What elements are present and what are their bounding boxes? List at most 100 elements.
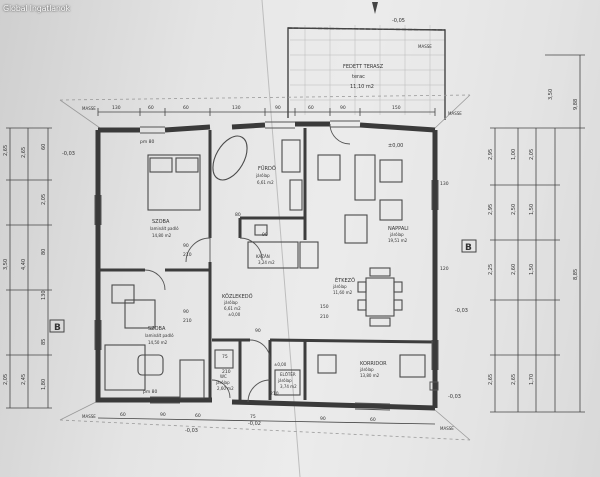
level-right-mid: -0,03 [455, 308, 468, 314]
opening-label-7: 90 [262, 232, 268, 238]
dim-left-inner-4: 130 [41, 290, 47, 300]
terrace-name: FEDETT TERASZ [343, 64, 384, 70]
dim-top-4: 130 [232, 105, 241, 111]
dimension-lines-right [490, 54, 585, 413]
dim-top-6: 60 [308, 105, 314, 111]
opening-label-12: pm 80 [143, 389, 158, 395]
opening-label-4: 90 [183, 309, 189, 315]
bath-floor: járólap [255, 173, 270, 178]
interior-walls [98, 128, 436, 400]
dim-top-1: 130 [112, 105, 121, 111]
dim-bottom-2: 90 [160, 412, 166, 418]
paper-fold-line [261, 0, 301, 477]
tag-b: MASSE [448, 111, 462, 116]
opening-label-9: 210 [320, 314, 329, 320]
dim-left-inner-5: 85 [41, 339, 47, 345]
opening-label-8: 150 [320, 304, 329, 310]
dim-left-inner-3: 80 [41, 249, 47, 255]
dim-right-2-a: 1,00 [511, 149, 517, 160]
dim-top-5: 90 [275, 105, 281, 111]
dim-left-outer-1: 2,65 [3, 145, 9, 156]
dim-right-outer-2: 8,85 [573, 269, 579, 280]
dim-left-mid-3: 2,45 [21, 374, 27, 385]
dimension-lines-left [6, 127, 52, 409]
entry-area: 3,74 m2 [280, 384, 297, 389]
room2-area: 14,50 m2 [148, 340, 168, 345]
section-mark-right: B [465, 243, 472, 253]
opening-label-3: 210 [183, 252, 192, 258]
dim-right-1-c: 2,25 [488, 264, 494, 275]
wc-area: 2,60 m2 [217, 386, 234, 391]
dim-top-2: 60 [148, 105, 154, 111]
section-mark-left: B [54, 323, 61, 333]
room1-area: 14,80 m2 [152, 233, 172, 238]
dining-floor: járólap [332, 284, 347, 289]
tag-d: MASSE [440, 426, 454, 431]
bath-area: 6,61 m2 [257, 180, 274, 185]
furniture [104, 135, 426, 399]
opening-label-5: 210 [183, 318, 192, 324]
terrace-outline [287, 27, 446, 120]
dim-right-3-a: 2,05 [529, 149, 535, 160]
kitchen-area: 19,51 m2 [388, 238, 408, 243]
entry-name: ELŐTÉR [280, 372, 296, 377]
porch-floor: járólap [359, 367, 374, 372]
dim-bottom-6: 60 [370, 417, 376, 423]
dim-left-inner-2: 2,05 [41, 194, 47, 205]
watermark-text: Global Ingatlanok [3, 4, 70, 13]
opening-label-6: 80 [235, 212, 241, 218]
windows [94, 120, 439, 411]
entry-floor: járólap [277, 378, 292, 383]
dim-left-inner-1: 60 [41, 144, 47, 150]
level-hall: ±0,00 [228, 312, 241, 317]
opening-label-16: 210 [270, 391, 279, 397]
opening-label-13: 130 [440, 181, 449, 187]
level-top-left: -0,03 [62, 151, 75, 157]
level-bottom-right: -0,03 [448, 394, 461, 400]
roof-lines [59, 94, 471, 441]
opening-label-1: pm 80 [140, 139, 155, 145]
opening-label-15: 90 [255, 328, 261, 334]
terrace-tag: MASSE [418, 44, 432, 49]
opening-label-10: 75 [222, 354, 228, 360]
level-bottom-left: -0,03 [185, 428, 198, 434]
dim-left-mid-1: 2,65 [21, 147, 27, 158]
level-right-top: ±0,00 [388, 143, 403, 149]
opening-label-11: 210 [222, 369, 231, 375]
dim-right-1-b: 2,95 [488, 204, 494, 215]
paper-fold-shade [262, 0, 600, 477]
terrace-grid [290, 25, 445, 115]
wc-name: WC [220, 374, 227, 379]
dining-area: 11,60 m2 [333, 290, 353, 295]
utility-marker [429, 381, 439, 391]
door-swings [144, 123, 351, 403]
hall-floor: járólap [223, 300, 238, 305]
dim-bottom-5: 90 [320, 416, 326, 422]
wc-floor: járólap [215, 380, 230, 385]
hall-name: KÖZLEKEDŐ [222, 293, 253, 300]
opening-label-2: 90 [183, 243, 189, 249]
dim-right-2-b: 2,50 [511, 204, 517, 215]
room2-floor: laminált padló [145, 333, 174, 338]
bath-name: FÜRDŐ [258, 165, 276, 172]
dim-right-3-d: 1,70 [529, 374, 535, 385]
dim-top-7: 90 [340, 105, 346, 111]
level-bottom-mid: -0,02 [248, 421, 261, 427]
porch-name: KORRIDOR [360, 361, 387, 367]
level-terrace: -0,05 [392, 18, 405, 24]
boiler-name: KAZÁN [256, 254, 270, 259]
exterior-walls [95, 121, 438, 411]
room2-name: SZOBA [148, 326, 166, 332]
dim-right-outer-3: 3,50 [548, 89, 554, 100]
dim-right-outer-1: 9,88 [573, 99, 579, 110]
dim-bottom-3: 60 [195, 413, 201, 419]
dining-name: ÉTKEZŐ [335, 276, 355, 284]
dim-right-1-d: 2,65 [488, 374, 494, 385]
dim-right-1-a: 2,95 [488, 149, 494, 160]
tag-c: MASSE [82, 414, 96, 419]
boiler-area: 3,24 m2 [258, 260, 275, 265]
dim-top-8: 150 [392, 105, 401, 111]
kitchen-name: NAPPALI [388, 226, 409, 232]
